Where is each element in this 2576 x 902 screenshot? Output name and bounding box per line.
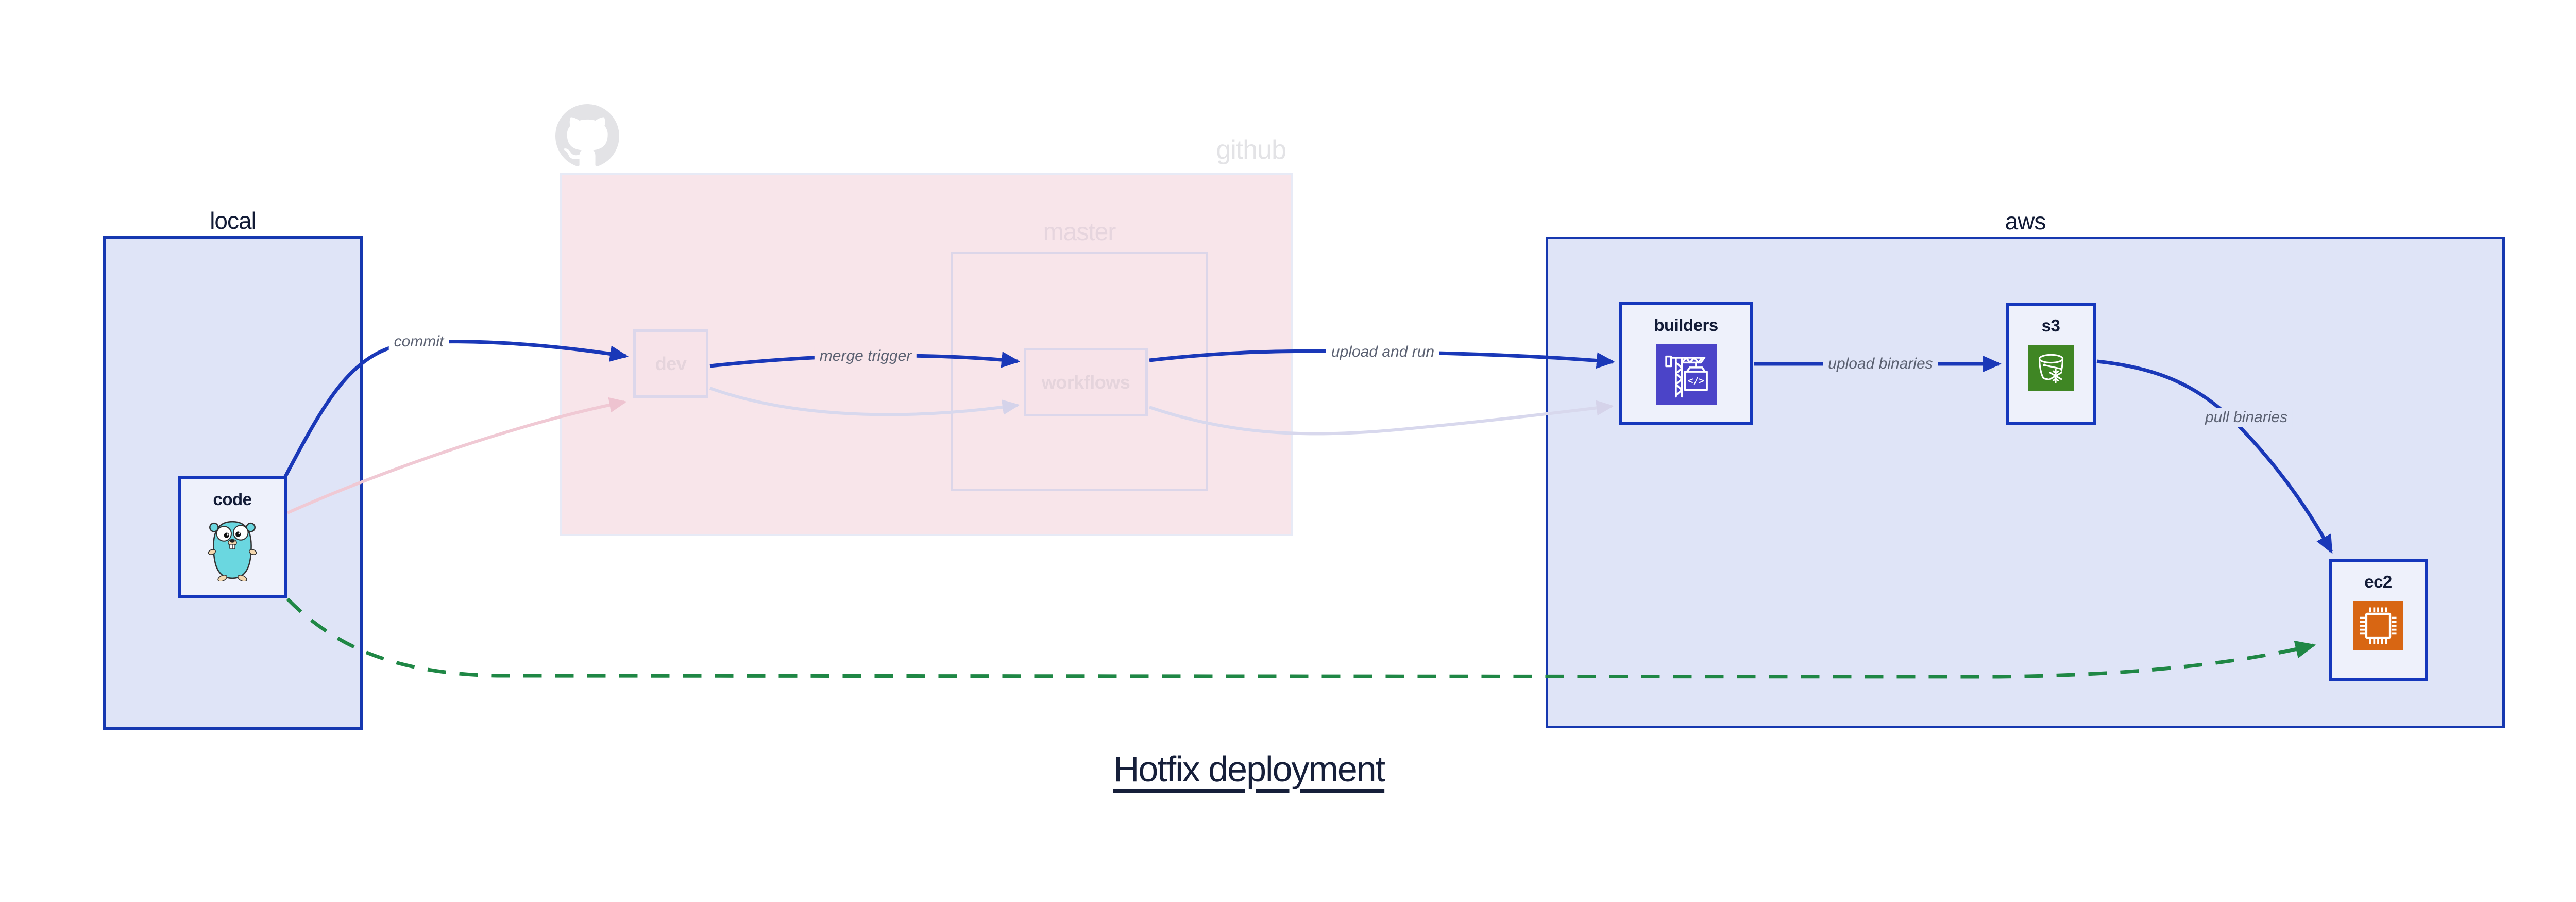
edge-label-upload-and-run: upload and run: [1326, 342, 1440, 362]
aws-s3-glacier-bucket-icon: [2027, 345, 2074, 391]
node-builders: builders </>: [1619, 302, 1753, 425]
group-aws-label: aws: [2005, 208, 2046, 235]
group-local-label: local: [210, 207, 257, 234]
node-s3: s3: [2006, 303, 2096, 425]
node-ec2-label: ec2: [2364, 572, 2392, 591]
group-github-label: github: [1216, 135, 1286, 165]
group-master-label: master: [1043, 219, 1116, 246]
edge-label-pull-binaries: pull binaries: [2199, 408, 2293, 427]
node-code-label: code: [213, 490, 252, 509]
edge-label-merge-trigger: merge trigger: [814, 346, 917, 366]
node-workflows: workflows: [1024, 348, 1148, 416]
aws-codebuild-crane-icon: </>: [1655, 344, 1717, 405]
github-octocat-icon: [555, 104, 619, 166]
node-dev-label: dev: [655, 353, 687, 374]
page-title: Hotfix deployment: [1113, 749, 1385, 789]
go-gopher-icon: [208, 521, 257, 581]
node-workflows-label: workflows: [1041, 371, 1130, 393]
node-code: code: [178, 476, 287, 598]
node-ec2: ec2: [2329, 559, 2428, 681]
node-builders-label: builders: [1654, 315, 1718, 335]
node-s3-label: s3: [2041, 316, 2060, 335]
svg-text:</>: </>: [1687, 376, 1704, 387]
group-master: master: [951, 219, 1208, 491]
aws-ec2-chip-icon: [2353, 601, 2403, 650]
edge-label-upload-binaries: upload binaries: [1823, 354, 1938, 374]
edge-label-commit: commit: [388, 332, 449, 352]
node-dev: dev: [633, 329, 708, 398]
